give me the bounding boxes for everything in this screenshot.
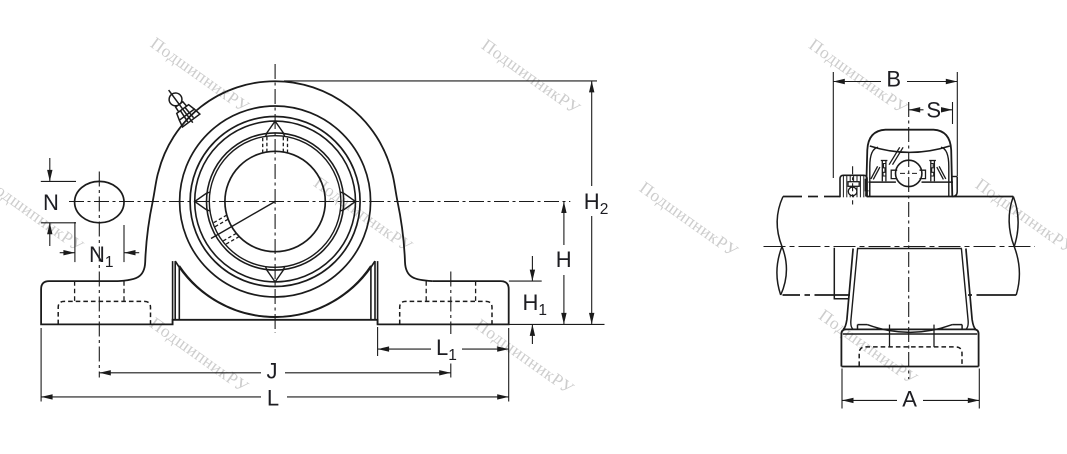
svg-text:J: J (267, 359, 278, 384)
svg-text:S: S (926, 97, 941, 122)
svg-text:L: L (267, 386, 279, 411)
svg-text:A: A (902, 386, 917, 411)
svg-text:H: H (556, 247, 572, 272)
svg-text:B: B (886, 67, 901, 92)
svg-text:N1: N1 (89, 242, 114, 271)
svg-text:N: N (43, 190, 59, 215)
